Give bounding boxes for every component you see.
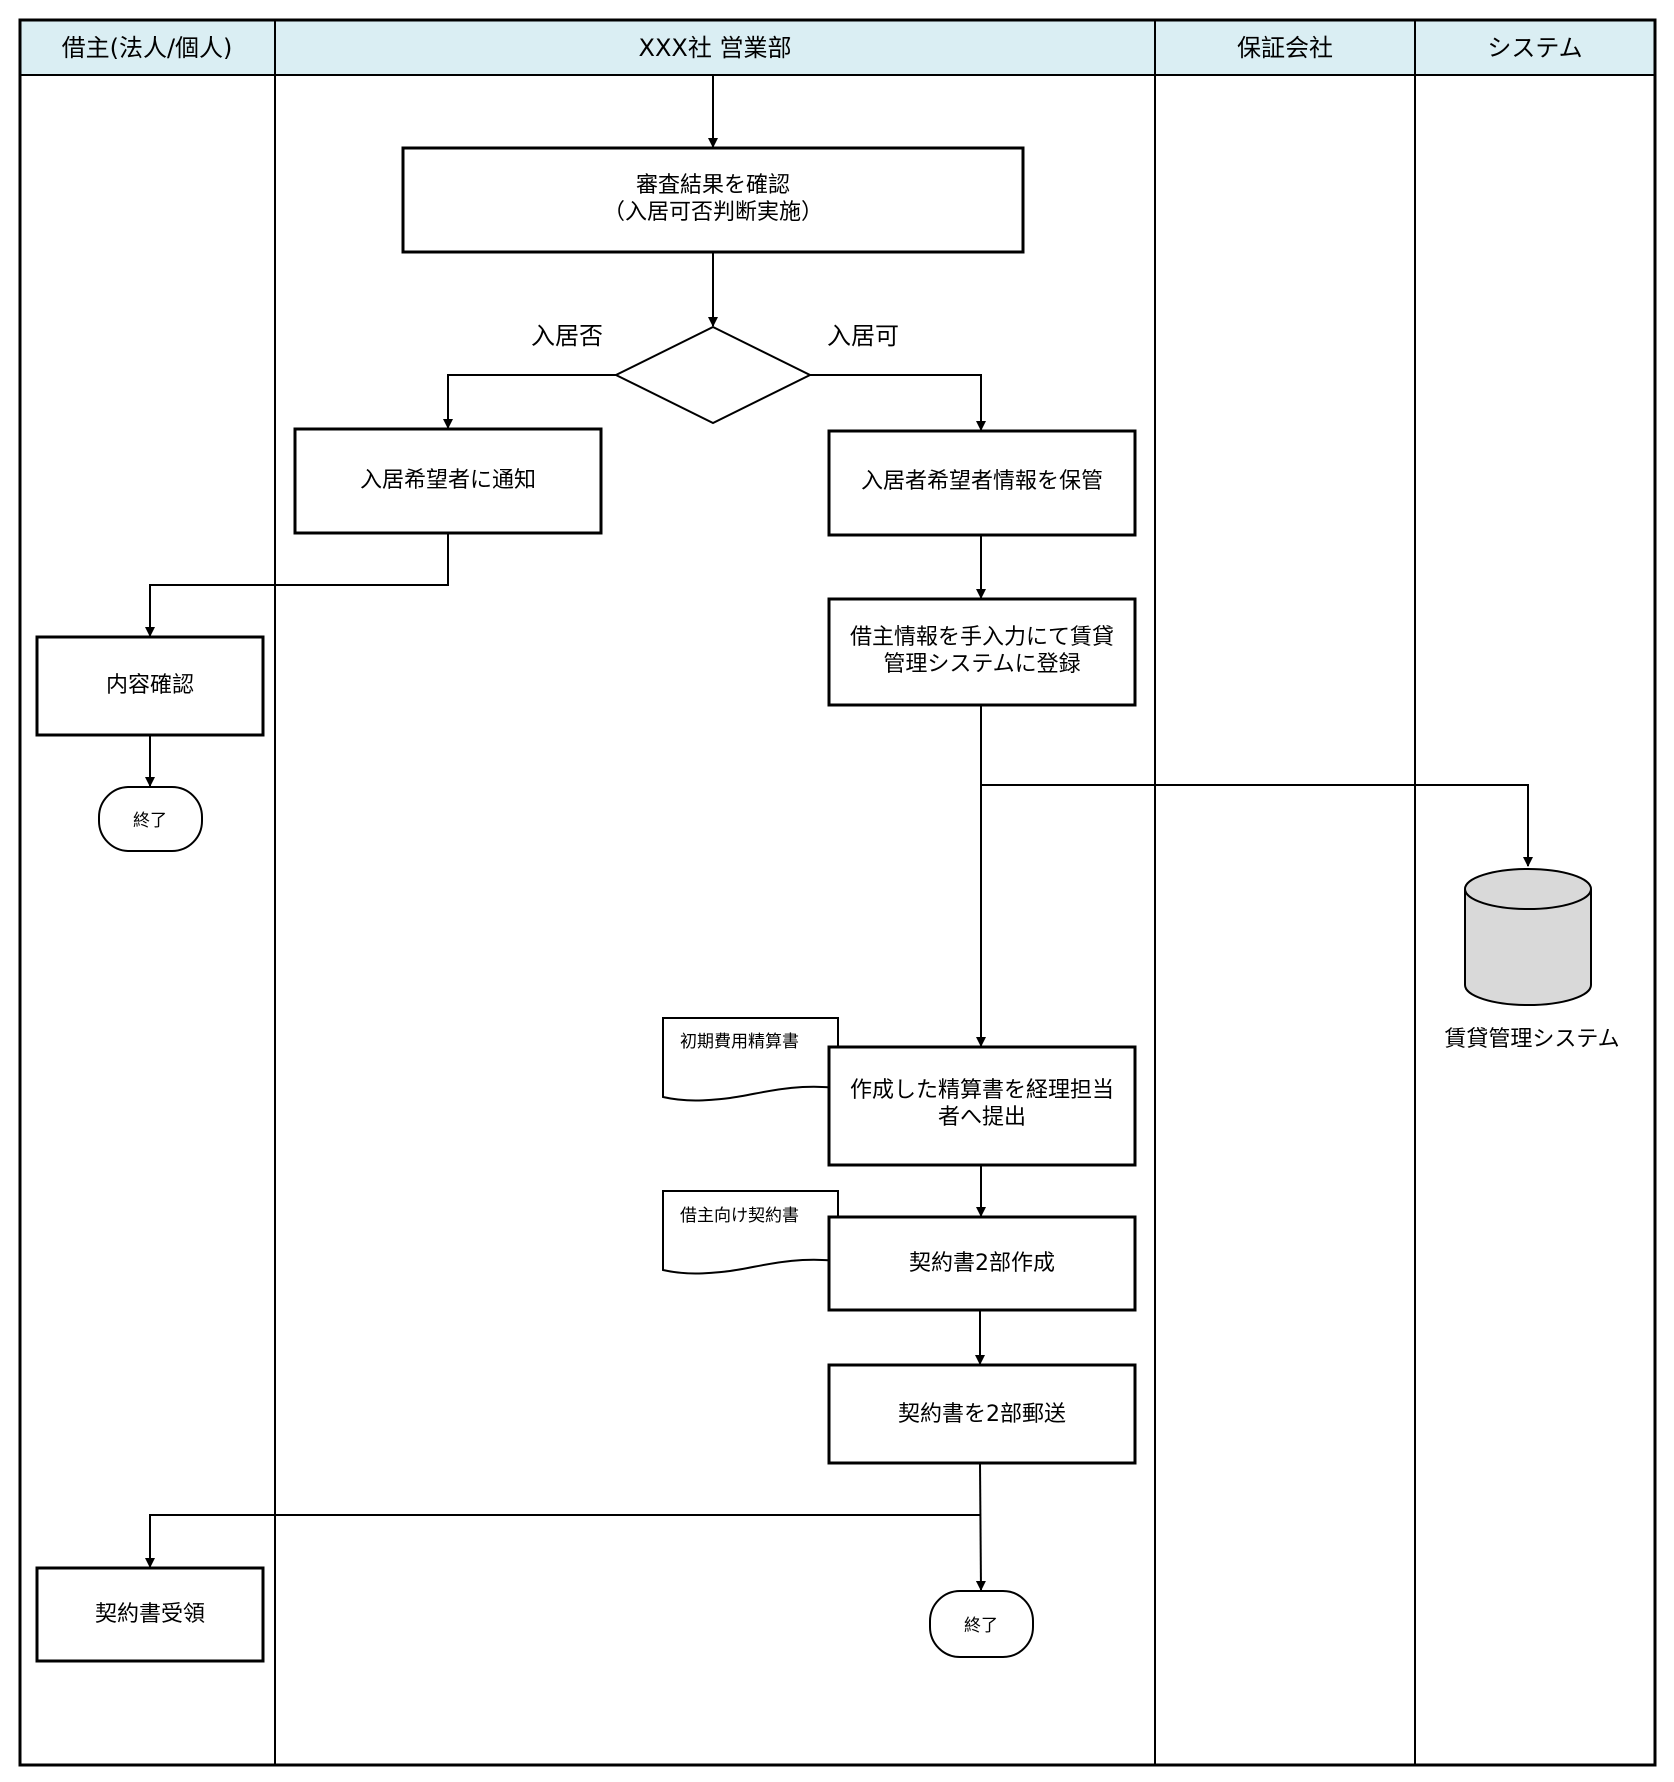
process-review (401, 146, 1025, 254)
process-register-line1: 借主情報を手入力にて賃貸 (850, 625, 1114, 650)
process-store-info-text: 入居者希望者情報を保管 (861, 469, 1103, 494)
diagram-frame (18, 18, 1657, 1767)
terminator-end-sales-text: 終了 (964, 1616, 998, 1636)
process-submit (827, 1045, 1137, 1167)
connectors (145, 76, 1533, 1591)
database-cylinder (1464, 868, 1592, 1006)
process-confirm (35, 635, 265, 737)
process-notify (293, 427, 603, 535)
lane-header-borrower: 借主(法人/個人) (62, 34, 233, 62)
terminator-end-borrower (98, 786, 203, 852)
process-notify-text: 入居希望者に通知 (360, 468, 536, 493)
process-submit-line2: 者へ提出 (938, 1105, 1026, 1130)
process-review-line2: （入居可否判断実施） (603, 200, 823, 225)
arrow-decision-reject (443, 374, 616, 429)
branch-label-reject: 入居否 (531, 322, 603, 350)
database-label: 賃貸管理システム (1444, 1027, 1619, 1052)
lane-header-guarantor: 保証会社 (1237, 34, 1333, 62)
process-confirm-text: 内容確認 (106, 673, 194, 698)
process-review-line1: 審査結果を確認 (636, 173, 790, 198)
lane-header-sales: XXX社 営業部 (639, 34, 792, 62)
arrow-register-to-db (980, 705, 1533, 867)
process-mail-contract (827, 1363, 1137, 1465)
arrow-mail-to-receive (145, 1514, 980, 1568)
process-submit-line1: 作成した精算書を経理担当 (850, 1078, 1114, 1103)
process-create-contract (827, 1215, 1137, 1312)
document-settlement (662, 1017, 839, 1102)
process-mail-contract-text: 契約書を2部郵送 (898, 1402, 1066, 1427)
arrow-mail-to-end (975, 1462, 986, 1591)
terminator-end-borrower-text: 終了 (133, 811, 167, 831)
lane-header-system: システム (1487, 34, 1582, 62)
process-receive-contract (35, 1566, 265, 1663)
process-create-contract-text: 契約書2部作成 (909, 1251, 1055, 1276)
document-contract (662, 1190, 839, 1275)
process-register-line2: 管理システムに登録 (883, 652, 1080, 677)
arrow-notify-to-confirm (145, 533, 449, 637)
decision-diamond (613, 325, 813, 425)
document-settlement-text: 初期費用精算書 (680, 1032, 799, 1052)
document-contract-text: 借主向け契約書 (680, 1206, 799, 1226)
process-receive-contract-text: 契約書受領 (95, 1602, 205, 1627)
process-register (827, 597, 1137, 707)
process-store-info (827, 429, 1137, 537)
lane-header-band (20, 20, 1655, 75)
terminator-end-sales (929, 1590, 1034, 1658)
branch-label-accept: 入居可 (827, 322, 899, 350)
arrow-decision-accept (810, 374, 986, 431)
